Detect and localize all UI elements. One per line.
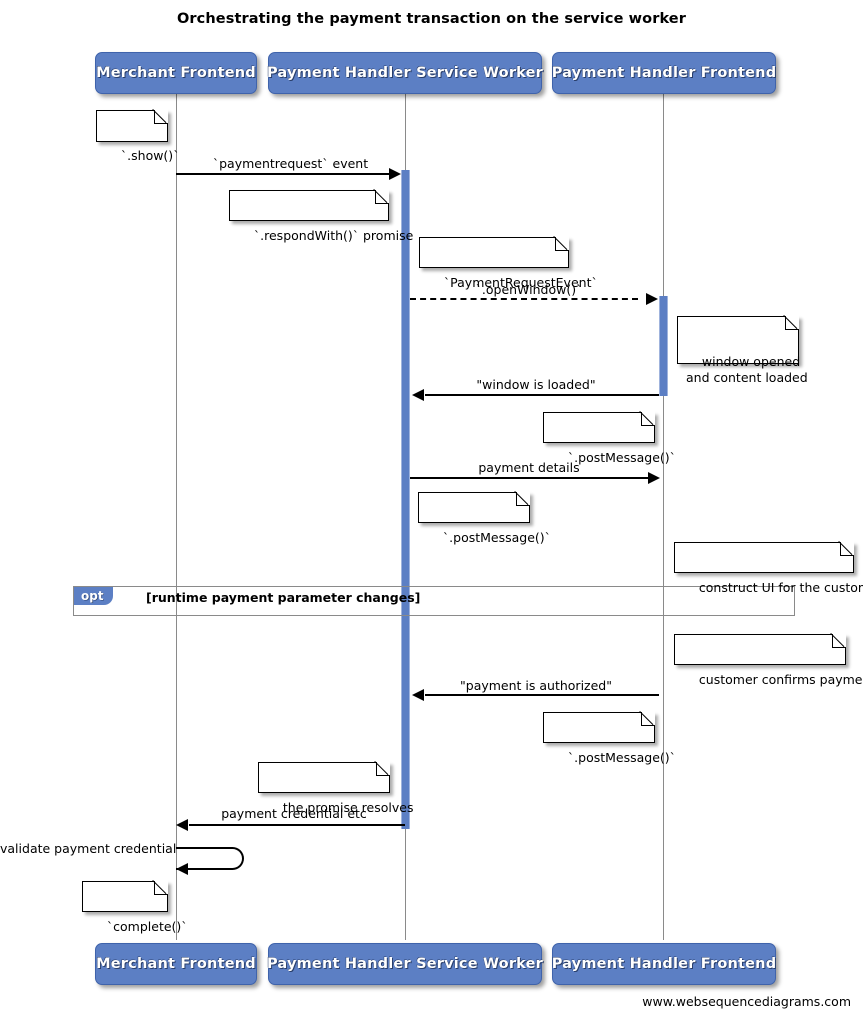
message-label-payment-credential-etc: payment credential etc [221, 806, 367, 821]
note-fold-icon [153, 108, 169, 124]
message-line-payment-is-authorized [425, 694, 659, 696]
fragment-condition-opt: [runtime payment parameter changes] [146, 590, 421, 605]
participant-label: Payment Handler Frontend [551, 956, 777, 972]
note-postmessage-frontend-1: `.postMessage()` [543, 410, 676, 465]
arrow-head-right-icon [648, 472, 660, 484]
participant-merchant-frontend-top[interactable]: Merchant Frontend [95, 52, 257, 94]
note-text: `.postMessage()` [567, 750, 676, 765]
participant-payment-handler-frontend-bottom[interactable]: Payment Handler Frontend [552, 943, 776, 985]
note-text: `.show()` [120, 148, 180, 163]
arrow-head-left-icon [412, 689, 424, 701]
note-text: `.postMessage()` [567, 450, 676, 465]
note-fold-icon [153, 879, 169, 895]
participant-payment-handler-frontend-top[interactable]: Payment Handler Frontend [552, 52, 776, 94]
participant-label: Merchant Frontend [96, 65, 256, 81]
arrow-head-left-icon [412, 389, 424, 401]
note-text: `complete()` [106, 919, 188, 934]
note-the-promise-resolves: the promise resolves [258, 760, 413, 815]
self-message-loop-validate [176, 847, 244, 870]
note-text: window opened and content loaded [686, 354, 808, 385]
note-fold-icon [375, 760, 391, 776]
note-paymentrequestevent: `PaymentRequestEvent` [419, 235, 598, 290]
message-label-window-is-loaded: "window is loaded" [476, 377, 596, 392]
participant-service-worker-top[interactable]: Payment Handler Service Worker [266, 52, 544, 94]
message-label-paymentrequest-event: `paymentrequest` event [212, 156, 369, 171]
note-fold-icon [831, 632, 847, 648]
fragment-opt: opt [73, 586, 795, 616]
note-text: customer confirms payment [698, 672, 863, 687]
participant-merchant-frontend-bottom[interactable]: Merchant Frontend [95, 943, 257, 985]
note-fold-icon [374, 188, 390, 204]
note-text: `PaymentRequestEvent` [443, 275, 598, 290]
note-construct-ui: construct UI for the customer [674, 540, 863, 595]
message-label-validate-payment-credential: validate payment credential [0, 841, 177, 856]
arrow-head-left-icon [176, 819, 188, 831]
note-customer-confirms-payment: customer confirms payment [674, 632, 863, 687]
participant-label: Payment Handler Service Worker [266, 65, 544, 81]
arrow-head-right-icon [389, 168, 401, 180]
message-line-payment-details [410, 477, 650, 479]
note-fold-icon [640, 410, 656, 426]
note-respondwith-promise: `.respondWith()` promise [229, 188, 413, 243]
note-fold-icon [784, 314, 800, 330]
message-line-paymentrequest-event [176, 173, 390, 175]
activation-bar-payment-handler-frontend [659, 296, 668, 396]
note-text: construct UI for the customer [698, 580, 863, 595]
note-postmessage-service-worker-1: `.postMessage()` [418, 490, 551, 545]
note-fold-icon [554, 235, 570, 251]
participant-service-worker-bottom[interactable]: Payment Handler Service Worker [266, 943, 544, 985]
note-fold-icon [515, 490, 531, 506]
page-title: Orchestrating the payment transaction on… [177, 11, 686, 27]
arrow-head-right-icon [646, 293, 658, 305]
fragment-tab-opt: opt [74, 587, 113, 605]
note-text: the promise resolves [282, 800, 414, 815]
note-fold-icon [640, 710, 656, 726]
participant-label: Payment Handler Frontend [551, 65, 777, 81]
note-complete: `complete()` [82, 879, 188, 934]
participant-label: Merchant Frontend [96, 956, 256, 972]
message-label-openwindow: `.openWindow()` [475, 282, 583, 297]
lifeline-payment-handler-frontend [663, 93, 664, 940]
activation-bar-service-worker [401, 170, 410, 829]
lifeline-merchant [176, 93, 177, 940]
note-fold-icon [839, 540, 855, 556]
note-postmessage-frontend-2: `.postMessage()` [543, 710, 676, 765]
message-label-payment-is-authorized: "payment is authorized" [460, 678, 612, 693]
fragment-kind-label: opt [81, 589, 104, 603]
note-text: `.respondWith()` promise [253, 228, 414, 243]
message-line-openwindow [410, 298, 638, 300]
note-window-opened: window opened and content loaded [677, 314, 808, 385]
message-line-payment-credential-etc [189, 824, 405, 826]
participant-label: Payment Handler Service Worker [266, 956, 544, 972]
message-line-window-is-loaded [425, 394, 659, 396]
message-label-payment-details: payment details [478, 460, 580, 475]
footer-credit: www.websequencediagrams.com [642, 994, 851, 1009]
arrow-head-left-icon [176, 863, 188, 875]
note-text: `.postMessage()` [442, 530, 551, 545]
note-show: `.show()` [96, 108, 179, 163]
